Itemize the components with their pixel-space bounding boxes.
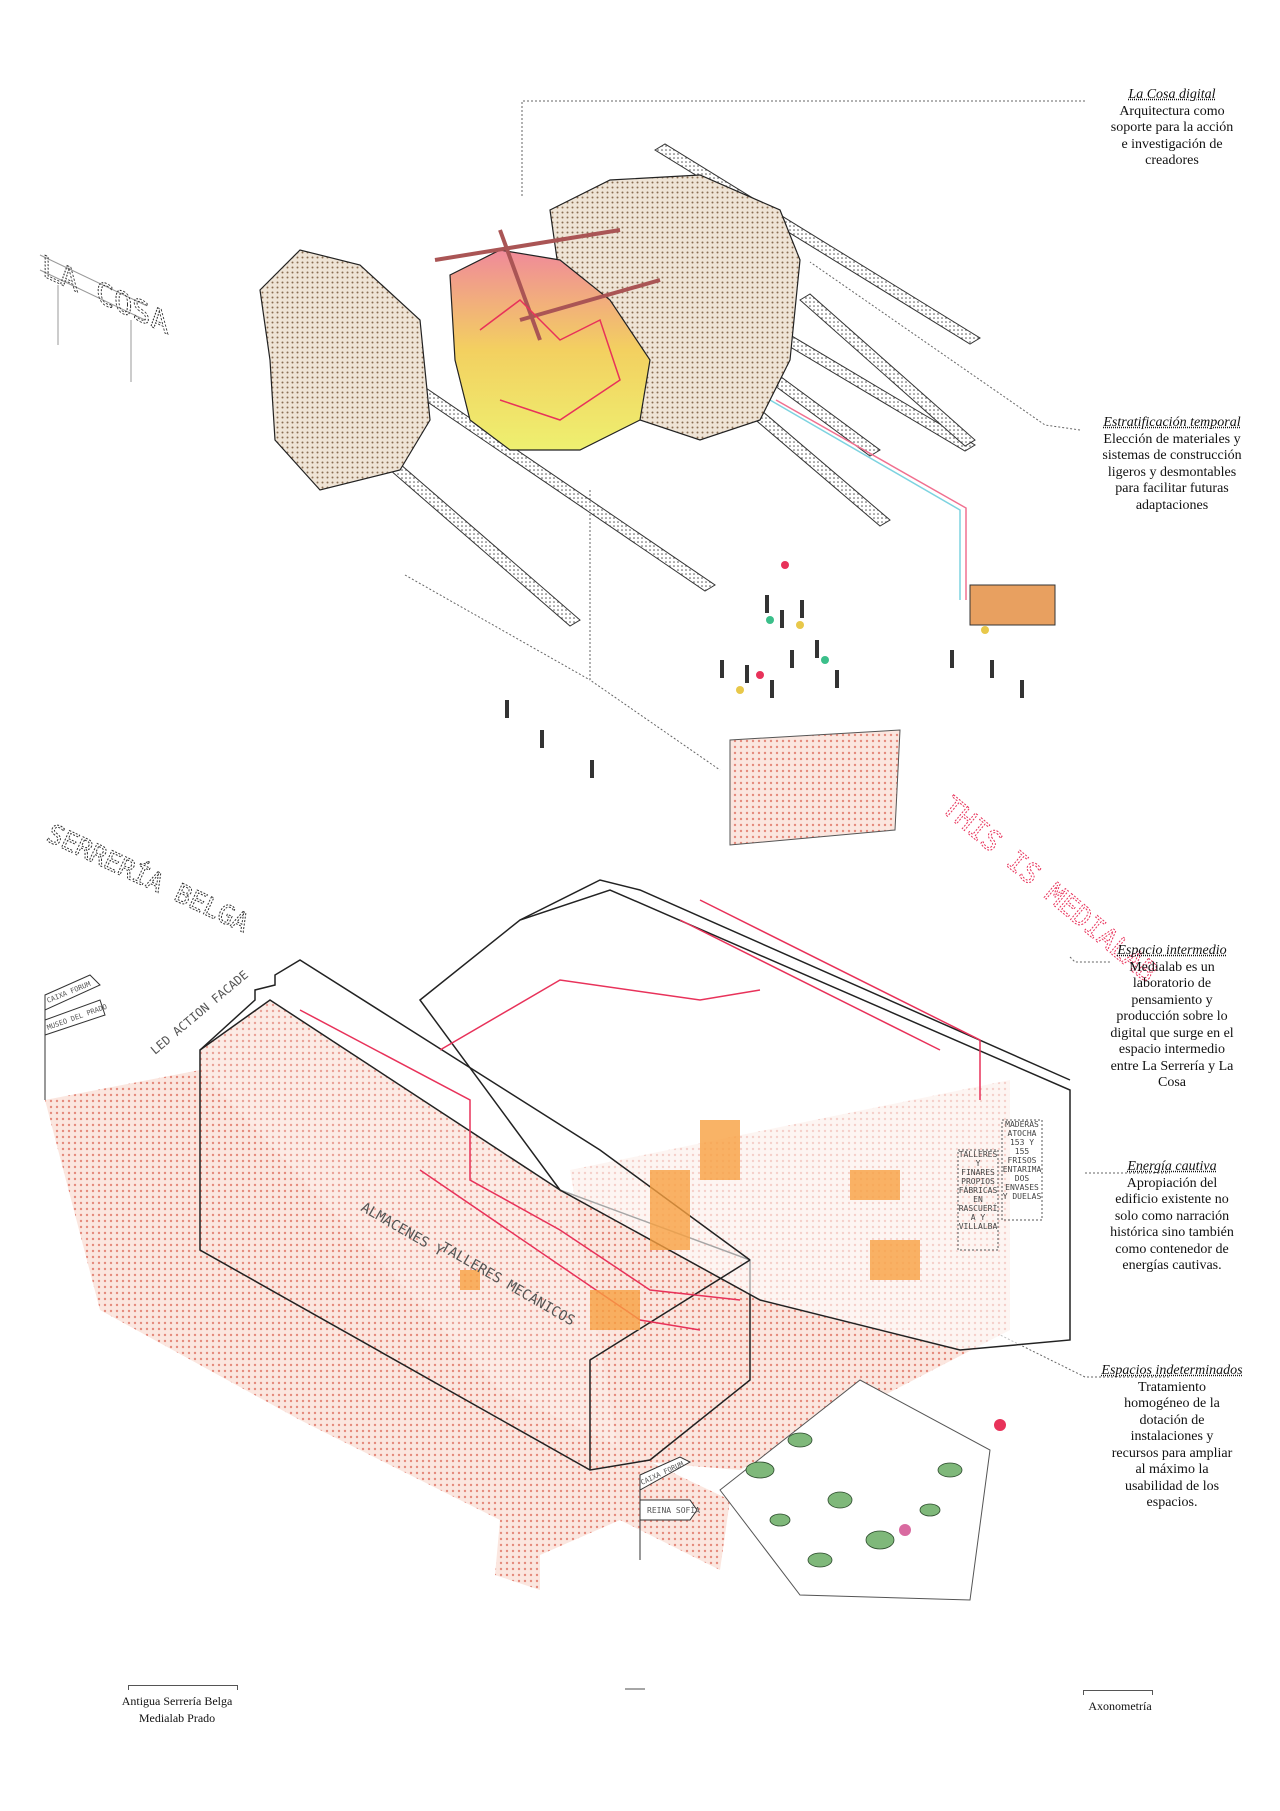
note-estratificacion-temporal: Estratificación temporal Elección de mat…	[1072, 415, 1272, 514]
note-body: Apropiación del edificio existente no so…	[1110, 1175, 1234, 1274]
la-cosa-volumes	[259, 174, 801, 491]
crowd	[505, 561, 1056, 846]
pink-routes	[299, 899, 981, 1331]
note-espacios-indeterminados: Espacios indeterminados Tratamiento homo…	[1072, 1363, 1272, 1512]
la-cosa-sign: LA COSA	[39, 248, 169, 382]
note-body: Arquitectura como soporte para la acción…	[1110, 103, 1234, 169]
note-title: Espacio intermedio	[1117, 943, 1227, 958]
note-espacio-intermedio: Espacio intermedio Medialab es un labora…	[1072, 943, 1272, 1092]
footer-line-2: Medialab Prado	[138, 1711, 216, 1725]
svg-text:REINA SOFÍA: REINA SOFÍA	[647, 1504, 700, 1515]
footer-bracket	[1083, 1690, 1153, 1695]
footer-line-1: Antigua Serrería Belga	[121, 1694, 233, 1708]
footer-bracket	[128, 1685, 238, 1690]
note-title: Espacios indeterminados	[1101, 1363, 1243, 1378]
wall-signs: TALLERES Y FINARES PROPIOS FÁBRICAS EN R…	[957, 1119, 1043, 1251]
note-title: Energía cautiva	[1127, 1159, 1217, 1174]
note-title: La Cosa digital	[1128, 87, 1216, 102]
note-energia-cautiva: Energía cautiva Apropiación del edificio…	[1072, 1159, 1272, 1275]
note-body: Tratamiento homogéneo de la dotación de …	[1111, 1379, 1233, 1511]
note-title: Estratificación temporal	[1103, 415, 1241, 430]
leader-lines	[404, 100, 1170, 1378]
footer-project-title: Antigua Serrería Belga Medialab Prado	[112, 1685, 242, 1727]
serreria-building	[199, 879, 1071, 1471]
orange-figures	[460, 1120, 920, 1330]
note-body: Elección de materiales y sistemas de con…	[1102, 431, 1242, 513]
note-la-cosa-digital: La Cosa digital Arquitectura como soport…	[1072, 87, 1272, 170]
garden	[719, 1379, 1006, 1601]
footer-drawing-type: Axonometría	[1075, 1690, 1165, 1715]
footer-axonometria: Axonometría	[1088, 1699, 1152, 1713]
la-cosa-label: LA COSA	[42, 249, 168, 342]
serreria-belga-label: SERRERÍA BELGA	[42, 817, 254, 939]
note-body: Medialab es un laboratorio de pensamient…	[1110, 959, 1234, 1091]
